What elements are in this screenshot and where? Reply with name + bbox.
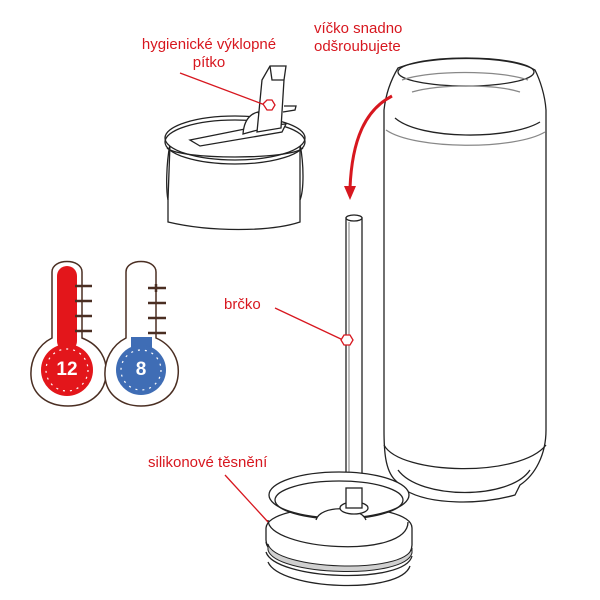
label-seal: silikonové těsnění [148,454,268,471]
label-flip-straw-line1: hygienické výklopné [141,36,277,53]
pointer-line-straw [274,307,344,341]
label-straw: brčko [224,296,261,313]
straw [345,214,363,509]
can-body [383,57,547,503]
label-cap-line2: odšroubujete [314,38,401,55]
flip-straw-lid [164,65,306,231]
thermometer-cold [104,260,180,407]
pointer-line-seal [224,474,269,523]
cold-hours-value: 8 [135,359,147,380]
hex-marker-straw [340,334,354,346]
arrow-head-icon [344,186,356,200]
label-flip-straw-line2: pítko [192,54,226,71]
silicone-seal [267,543,413,572]
pointer-line-lid [179,72,266,106]
label-cap: víčko snadno odšroubujete [314,20,402,56]
label-cap-line1: víčko snadno [314,20,403,37]
label-flip-straw: hygienické výklopné pítko [118,36,300,72]
hex-marker-lid [262,99,276,111]
arrow-curve [348,94,393,189]
thermometer-hot [30,260,108,407]
threaded-base [265,471,413,587]
hot-hours-value: 12 [56,359,78,380]
hot-column [57,266,77,351]
